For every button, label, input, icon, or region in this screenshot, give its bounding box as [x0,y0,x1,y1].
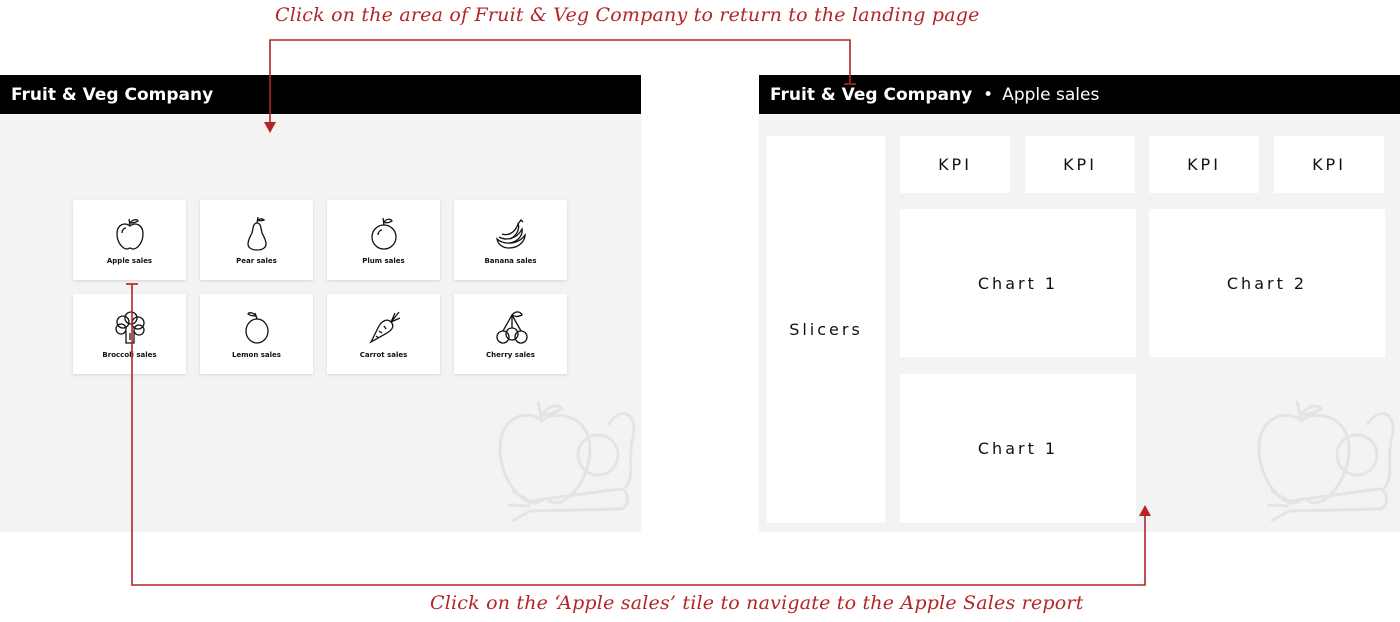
carrot-icon [369,311,401,344]
tile-label: Pear sales [236,257,277,265]
tile-carrot-sales[interactable]: Carrot sales [327,294,440,374]
tile-label: Broccoli sales [102,351,157,359]
pear-icon [247,216,267,251]
kpi-card: KPI [1025,136,1135,193]
apple-icon [116,218,144,250]
tile-cherry-sales[interactable]: Cherry sales [454,294,567,374]
kpi-label: KPI [938,155,972,174]
lemon-icon [245,312,269,344]
report-titlebar: Fruit & Veg Company • Apple sales [759,75,1400,114]
tile-label: Plum sales [362,257,405,265]
broccoli-icon [115,311,145,344]
tile-label: Apple sales [106,257,153,265]
annotation-bottom: Click on the ‘Apple sales’ tile to navig… [430,592,1084,614]
landing-page: Fruit & Veg Company Apple sales Pear sal… [0,75,641,532]
report-page: Fruit & Veg Company•Apple sales Slicers … [759,75,1400,532]
kpi-label: KPI [1187,155,1221,174]
annotation-top: Click on the area of Fruit & Veg Company… [275,4,980,26]
tile-apple-sales[interactable]: Apple sales [73,200,186,280]
slicers-label: Slicers [789,320,863,339]
chart-box: Chart 2 [1149,209,1385,357]
chart-label: Chart 1 [977,439,1059,458]
tile-plum-sales[interactable]: Plum sales [327,200,440,280]
kpi-card: KPI [1149,136,1259,193]
fruit-watermark-icon [1257,400,1395,523]
landing-titlebar[interactable]: Fruit & Veg Company [0,75,641,114]
tile-broccoli-sales[interactable]: Broccoli sales [73,294,186,374]
tile-pear-sales[interactable]: Pear sales [200,200,313,280]
tile-label: Banana sales [484,257,537,265]
kpi-card: KPI [900,136,1010,193]
title-separator: • [983,85,994,105]
chart-label: Chart 1 [977,273,1059,293]
kpi-label: KPI [1063,155,1097,174]
fruit-watermark-icon [498,400,636,523]
tile-label: Carrot sales [359,351,408,359]
plum-icon [371,217,397,250]
chart-box: Chart 1 [900,374,1136,523]
chart-label: Chart 2 [1226,273,1308,293]
tile-lemon-sales[interactable]: Lemon sales [200,294,313,374]
cherry-icon [496,311,528,344]
page-title: Apple sales [1002,85,1100,105]
kpi-card: KPI [1274,136,1384,193]
company-title[interactable]: Fruit & Veg Company [11,85,214,105]
banana-icon [495,219,526,249]
company-title-link[interactable]: Fruit & Veg Company [770,85,973,105]
tile-label: Lemon sales [232,351,281,359]
tile-banana-sales[interactable]: Banana sales [454,200,567,280]
slicers-panel[interactable]: Slicers [767,136,885,523]
chart-box: Chart 1 [900,209,1136,357]
tile-label: Cherry sales [486,351,535,359]
kpi-label: KPI [1312,155,1346,174]
